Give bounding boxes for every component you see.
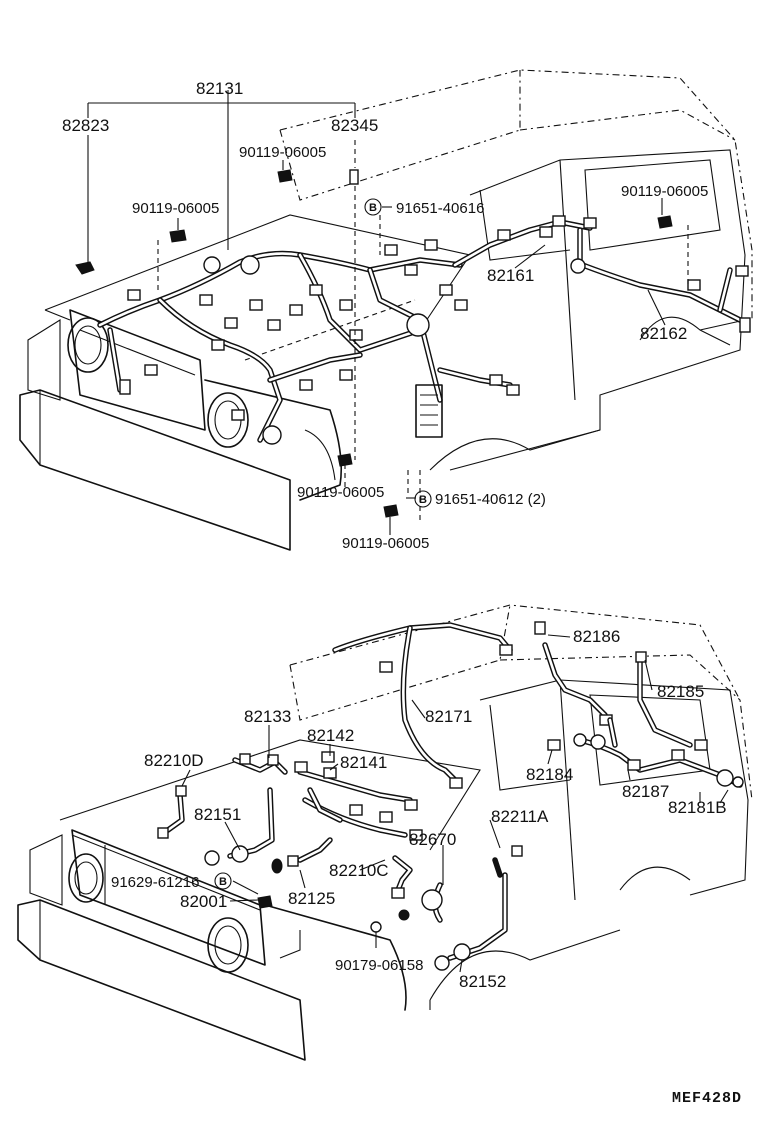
upper-part-labels: 82131 82823 82345 90119-06005 90119-0600… <box>62 79 708 552</box>
label-82670: 82670 <box>409 830 456 849</box>
label-82186: 82186 <box>573 627 620 646</box>
label-82210D: 82210D <box>144 751 204 770</box>
lower-bolt-marker: B <box>214 872 232 890</box>
svg-text:B: B <box>419 494 427 506</box>
label-90119-06005-d: 90119-06005 <box>297 484 384 501</box>
label-90119-06005-e: 90119-06005 <box>342 535 429 552</box>
label-91629-61216: 91629-61216 <box>111 874 199 891</box>
label-91651-40612: 91651-40612 (2) <box>435 491 546 508</box>
lower-leader-lines <box>181 634 729 973</box>
label-82345: 82345 <box>331 116 378 135</box>
label-90119-06005-c: 90119-06005 <box>621 183 708 200</box>
label-90179-06158: 90179-06158 <box>335 957 423 974</box>
label-82161: 82161 <box>487 266 534 285</box>
label-82151: 82151 <box>194 805 241 824</box>
label-82184: 82184 <box>526 765 573 784</box>
label-82171: 82171 <box>425 707 472 726</box>
label-82133: 82133 <box>244 707 291 726</box>
label-82125: 82125 <box>288 889 335 908</box>
label-82141: 82141 <box>340 753 387 772</box>
diagram-code: MEF428D <box>672 1090 742 1107</box>
lower-vehicle-body <box>17 604 753 1061</box>
upper-bolt-marker-2: B <box>414 490 432 508</box>
upper-engine-harness <box>97 239 520 445</box>
label-82181B: 82181B <box>668 798 727 817</box>
label-82131: 82131 <box>196 79 243 98</box>
svg-text:B: B <box>219 876 227 888</box>
upper-bolt-marker-1: B <box>364 198 382 216</box>
label-90119-06005-a: 90119-06005 <box>239 144 326 161</box>
label-82185: 82185 <box>657 682 704 701</box>
label-82187: 82187 <box>622 782 669 801</box>
label-82162: 82162 <box>640 324 687 343</box>
label-82001: 82001 <box>180 892 227 911</box>
label-82142: 82142 <box>307 726 354 745</box>
label-91651-40616: 91651-40616 <box>396 200 484 217</box>
upper-leader-lines <box>87 90 689 535</box>
lower-part-labels: 82186 82185 82171 82133 82142 82141 8221… <box>111 627 727 991</box>
label-82823: 82823 <box>62 116 109 135</box>
upper-vehicle-body <box>19 69 753 551</box>
label-82211A: 82211A <box>491 807 549 826</box>
label-82210C: 82210C <box>329 861 389 880</box>
lower-harnesses <box>157 621 744 971</box>
label-90119-06005-b: 90119-06005 <box>132 200 219 217</box>
svg-text:B: B <box>369 202 377 214</box>
label-82152: 82152 <box>459 972 506 991</box>
upper-rear-harness <box>452 215 751 333</box>
